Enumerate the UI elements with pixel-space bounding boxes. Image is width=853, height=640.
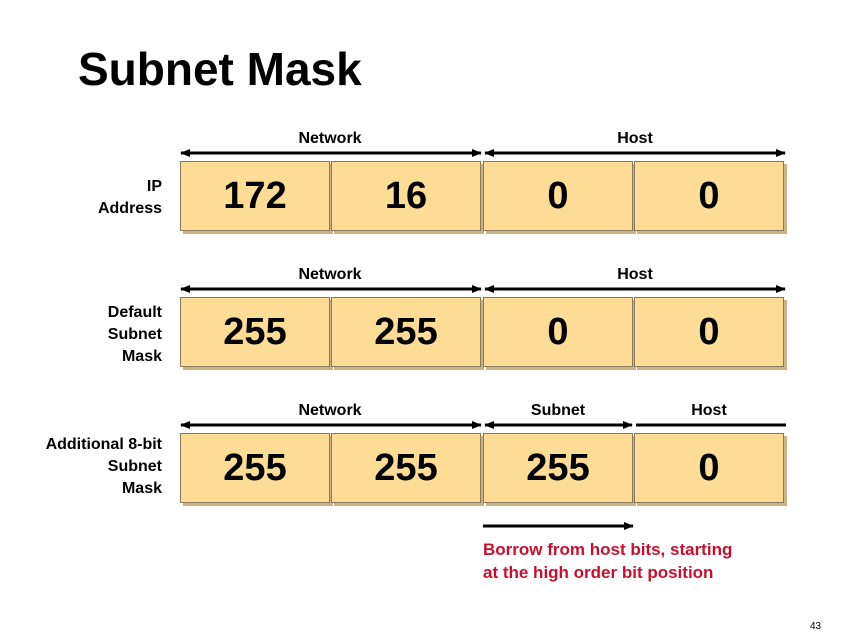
segment-label-network: Network <box>298 402 362 419</box>
segment-label-host: Host <box>617 266 653 283</box>
default-mask-octet-2: 255 <box>331 297 481 367</box>
ip-address-label: IP Address <box>98 176 162 220</box>
label-line: Address <box>97 200 162 217</box>
ip-octet-3: 0 <box>483 161 633 231</box>
label-line: Subnet <box>107 458 162 475</box>
label-line: IP <box>146 178 162 195</box>
ip-octet-4: 0 <box>634 161 784 231</box>
borrow-note: Borrow from host bits, starting at the h… <box>483 538 732 584</box>
label-line: Default <box>107 304 162 321</box>
ip-octet-1: 172 <box>180 161 330 231</box>
extended-mask-octet-4: 0 <box>634 433 784 503</box>
additional-subnet-mask-label: Additional 8-bit Subnet Mask <box>46 434 162 500</box>
note-line: at the high order bit position <box>483 563 714 582</box>
label-line: Mask <box>121 348 162 365</box>
segment-label-host: Host <box>691 402 727 419</box>
default-mask-octet-1: 255 <box>180 297 330 367</box>
label-line: Additional 8-bit <box>45 436 162 453</box>
label-line: Subnet <box>107 326 162 343</box>
extended-mask-octet-3: 255 <box>483 433 633 503</box>
slide-title: Subnet Mask <box>78 43 362 95</box>
extended-mask-octet-1: 255 <box>180 433 330 503</box>
segment-label-network: Network <box>298 266 362 283</box>
segment-label-network: Network <box>298 130 362 147</box>
default-mask-octet-4: 0 <box>634 297 784 367</box>
note-line: Borrow from host bits, starting <box>483 540 733 559</box>
label-line: Mask <box>121 480 162 497</box>
segment-label-host: Host <box>617 130 653 147</box>
extended-mask-octet-2: 255 <box>331 433 481 503</box>
page-number: 43 <box>810 621 822 632</box>
default-mask-octet-3: 0 <box>483 297 633 367</box>
ip-octet-2: 16 <box>331 161 481 231</box>
segment-label-subnet: Subnet <box>530 402 586 419</box>
default-subnet-mask-label: Default Subnet Mask <box>108 302 162 368</box>
